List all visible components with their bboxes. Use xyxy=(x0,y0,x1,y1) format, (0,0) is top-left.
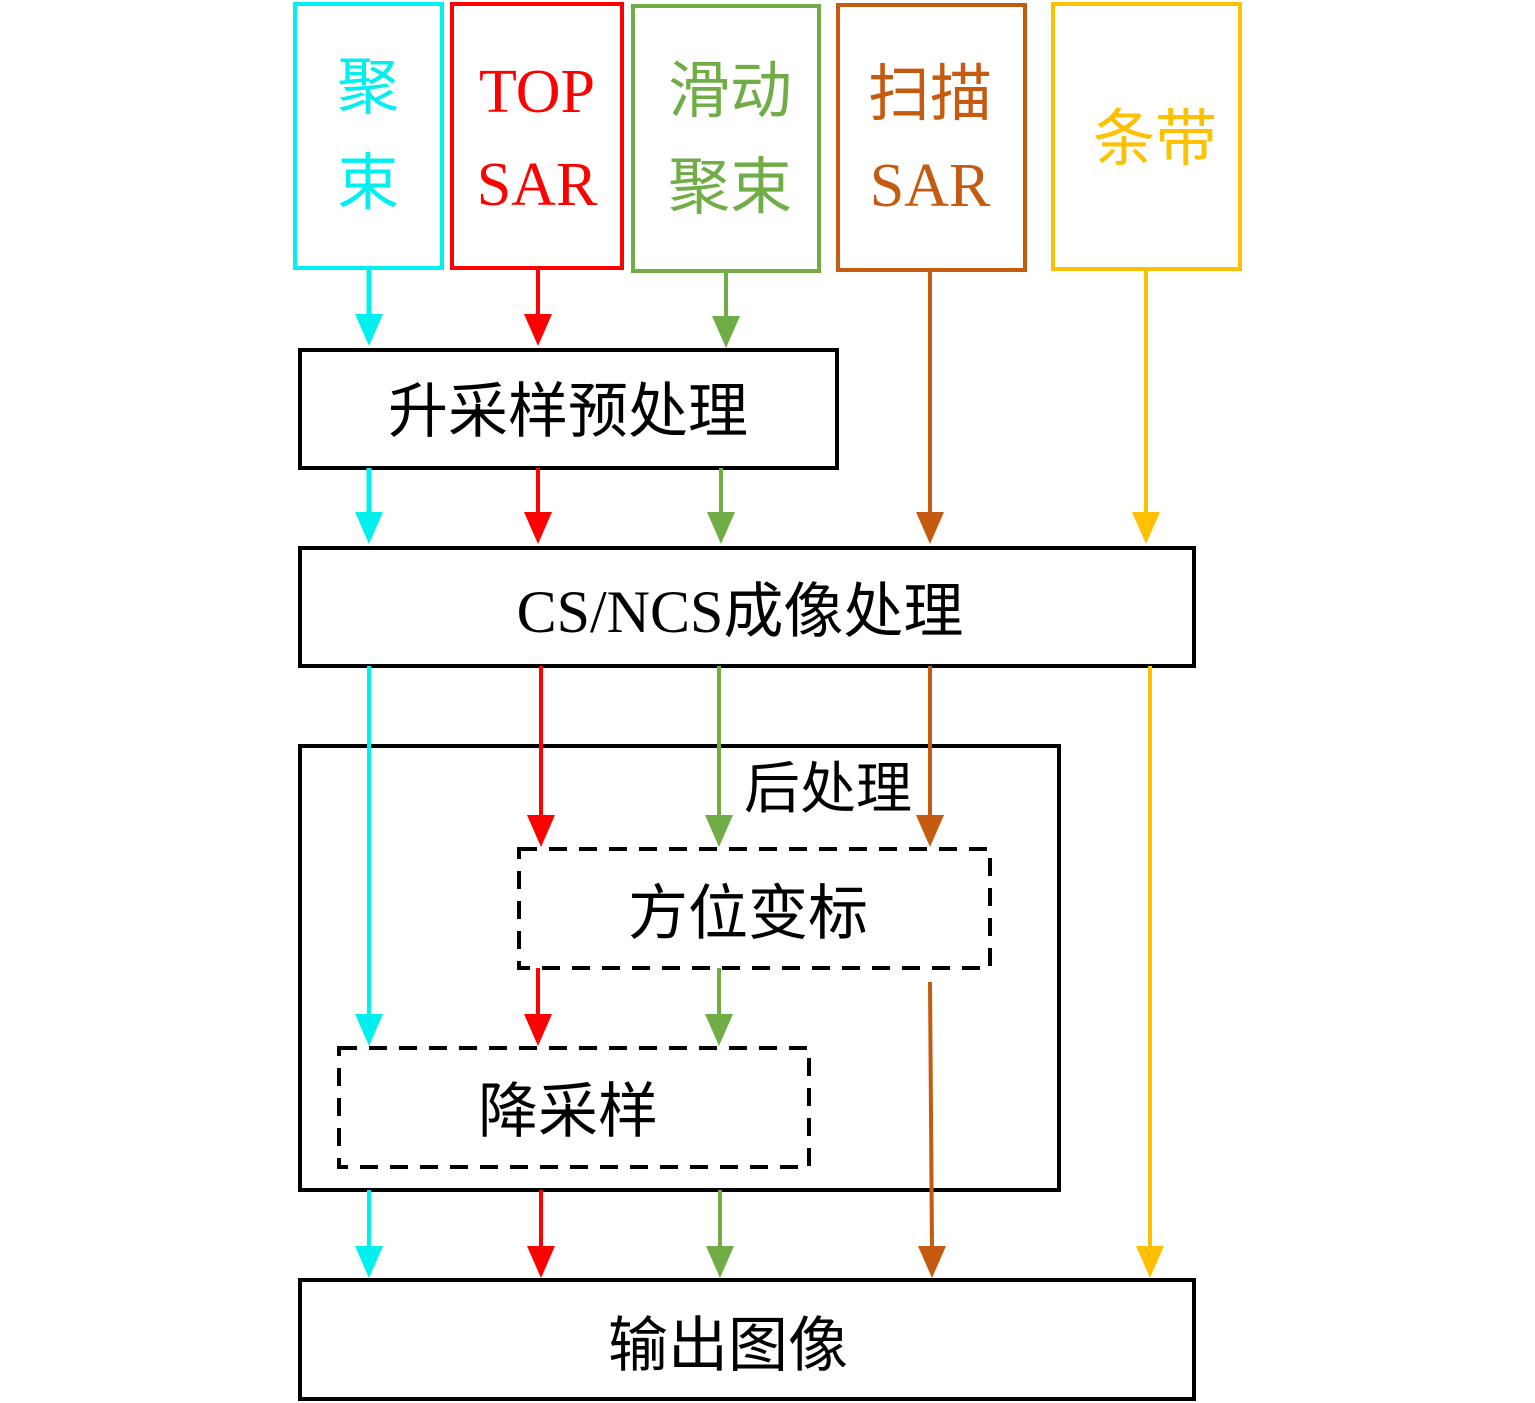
arrow-sliding-to-output xyxy=(706,1190,734,1278)
arrow-head-icon xyxy=(707,512,735,544)
mode-label-spotlight-1: 聚 xyxy=(337,54,399,122)
arrow-scansar-to-output xyxy=(918,981,946,1278)
mode-label-stripmap: 条带 xyxy=(1093,106,1217,174)
arrow-head-icon xyxy=(916,512,944,544)
arrow-stripmap-to-output xyxy=(1136,666,1164,1278)
azimuth-rescale-label: 方位变标 xyxy=(628,881,868,947)
arrow-head-icon xyxy=(705,815,733,847)
arrow-spotlight-to-downsample xyxy=(355,666,383,1046)
post-processing-box: 后处理 xyxy=(298,744,1061,1192)
arrow-head-icon xyxy=(916,815,944,847)
arrow-topsar-to-imaging xyxy=(524,468,552,544)
mode-box-sliding-spotlight: 滑动 聚束 xyxy=(631,4,821,273)
azimuth-rescale-box: 方位变标 xyxy=(517,847,992,970)
downsample-box: 降采样 xyxy=(337,1046,811,1169)
mode-box-spotlight: 聚 束 xyxy=(293,2,444,270)
arrow-head-icon xyxy=(355,1246,383,1278)
imaging-box: CS/NCS成像处理 xyxy=(298,546,1196,668)
arrow-head-icon xyxy=(527,815,555,847)
arrow-head-icon xyxy=(355,1014,383,1046)
arrow-head-icon xyxy=(524,512,552,544)
flow-arrows xyxy=(355,268,1164,1278)
mode-label-sliding-1: 滑动 xyxy=(668,58,792,126)
arrow-head-icon xyxy=(1132,512,1160,544)
mode-label-scansar-2: SAR xyxy=(870,152,991,220)
arrow-topsar-to-azimuth xyxy=(527,666,555,847)
mode-label-topsar-2: SAR xyxy=(477,151,598,219)
downsample-label: 降采样 xyxy=(478,1079,658,1145)
imaging-label: CS/NCS成像处理 xyxy=(517,579,964,645)
arrow-head-icon xyxy=(524,1014,552,1046)
mode-box-topsar: TOP SAR xyxy=(450,2,624,270)
arrow-head-icon xyxy=(524,314,552,346)
arrow-topsar-to-downsample xyxy=(524,968,552,1046)
arrow-topsar-to-output xyxy=(527,1190,555,1278)
post-processing-label: 后处理 xyxy=(744,759,912,821)
arrow-head-icon xyxy=(705,1014,733,1046)
arrow-sliding-to-azimuth xyxy=(705,666,733,847)
mode-label-spotlight-2: 束 xyxy=(337,150,399,218)
arrow-head-icon xyxy=(355,512,383,544)
arrow-scansar-to-imaging xyxy=(916,270,944,544)
arrow-spotlight-to-upsample xyxy=(355,268,383,346)
mode-box-stripmap: 条带 xyxy=(1051,2,1242,271)
arrow-shaft xyxy=(928,981,934,1251)
arrow-head-icon xyxy=(1136,1246,1164,1278)
arrow-stripmap-to-imaging xyxy=(1132,269,1160,544)
arrow-head-icon xyxy=(527,1246,555,1278)
mode-label-topsar-1: TOP xyxy=(479,58,595,126)
arrow-sliding-to-upsample xyxy=(712,271,740,348)
arrow-head-icon xyxy=(706,1246,734,1278)
arrow-topsar-to-upsample xyxy=(524,268,552,346)
mode-box-scansar: 扫描 SAR xyxy=(836,3,1027,272)
arrow-head-icon xyxy=(918,1246,946,1278)
arrow-sliding-to-downsample xyxy=(705,968,733,1046)
arrow-scansar-to-azimuth xyxy=(916,666,944,847)
arrow-head-icon xyxy=(355,314,383,346)
mode-label-sliding-2: 聚束 xyxy=(668,154,792,222)
upsample-preprocess-box: 升采样预处理 xyxy=(298,348,839,470)
upsample-label: 升采样预处理 xyxy=(388,379,748,445)
arrow-sliding-to-imaging xyxy=(707,468,735,544)
arrow-head-icon xyxy=(712,316,740,348)
output-image-label: 输出图像 xyxy=(608,1313,848,1379)
output-image-box: 输出图像 xyxy=(298,1278,1196,1401)
arrow-spotlight-to-output xyxy=(355,1190,383,1278)
arrow-spotlight-to-imaging xyxy=(355,468,383,544)
mode-label-scansar-1: 扫描 xyxy=(868,61,992,129)
